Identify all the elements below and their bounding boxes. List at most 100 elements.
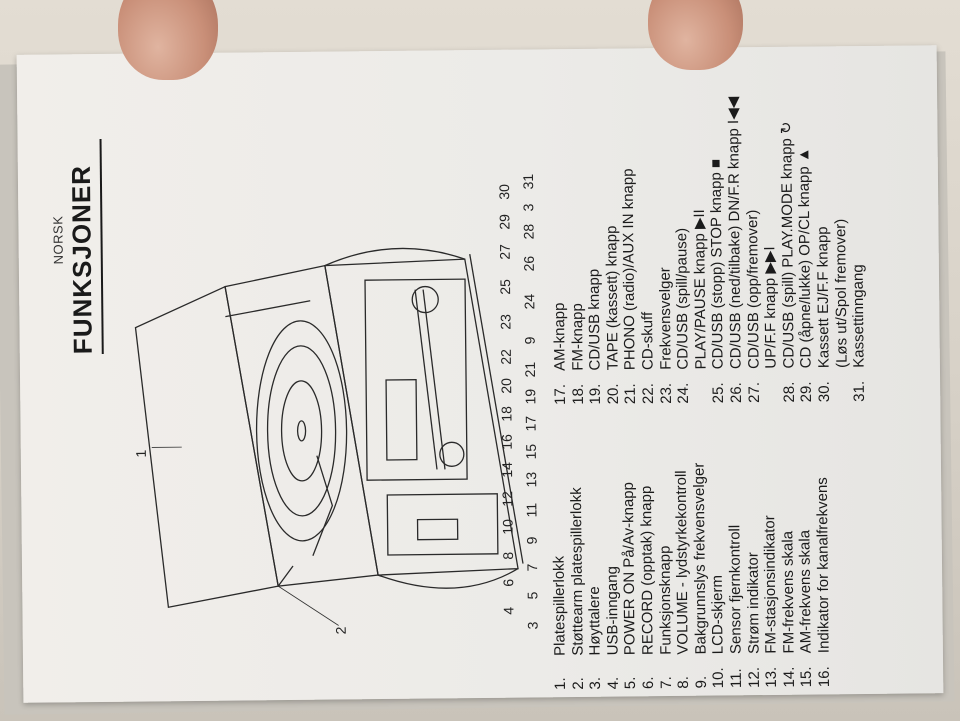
callout-num: 26 bbox=[520, 255, 537, 272]
callout-lid: 1 bbox=[132, 449, 149, 458]
callout-num: 5 bbox=[524, 591, 541, 600]
list-item-number: 19. bbox=[586, 383, 605, 405]
callout-num: 7 bbox=[523, 563, 541, 572]
callout-num: 9 bbox=[521, 336, 538, 345]
list-item-number: 2. bbox=[569, 677, 587, 690]
list-item-label: CD/USB (spill/pause) bbox=[673, 227, 692, 370]
page-title: FUNKSJONER bbox=[65, 164, 98, 355]
list-item-label: Kassett EJ/F.F knapp bbox=[814, 226, 833, 369]
language-label: NORSK bbox=[50, 215, 66, 265]
list-item-number: 25. bbox=[710, 382, 728, 404]
callout-num: 13 bbox=[523, 471, 540, 488]
list-item-label: PLAY/PAUSE knapp ▶II bbox=[690, 209, 710, 370]
callout-num: 8 bbox=[499, 551, 516, 560]
callout-num: 18 bbox=[498, 406, 515, 422]
callout-num: 6 bbox=[500, 578, 517, 587]
list-item-number: 6. bbox=[639, 676, 657, 690]
callout-num: 20 bbox=[498, 378, 515, 394]
list-item-label: TAPE (kassett) knapp bbox=[602, 225, 622, 371]
callout-num: 11 bbox=[523, 502, 540, 518]
manual-page: NORSK FUNKSJONER bbox=[16, 45, 944, 703]
list-item-label: Støttearm platespillerlokk bbox=[567, 487, 587, 656]
list-item-number: 7. bbox=[657, 676, 675, 689]
list-item-number: 22. bbox=[639, 383, 657, 405]
list-item-label: FM-knapp bbox=[568, 303, 587, 371]
callout-num: 22 bbox=[497, 349, 514, 365]
list-item-label: CD/USB (opp/fremover) bbox=[743, 209, 763, 369]
callout-num: 15 bbox=[522, 443, 539, 460]
callout-num: 14 bbox=[498, 462, 516, 478]
callout-num: 3 bbox=[520, 203, 537, 212]
list-item-label: LCD-skjerm bbox=[709, 574, 727, 655]
list-item-label: CD/USB (ned/tilbake) DN/F.R knapp I◀◀ bbox=[724, 96, 745, 370]
list-item-number: 12. bbox=[745, 666, 763, 688]
callout-num: 19 bbox=[522, 388, 539, 405]
list-item-number: 5. bbox=[622, 676, 640, 690]
list-item-label: CD (åpne/lukke) OP/CL knapp ▲ bbox=[795, 147, 815, 369]
list-item-label: AM-knapp bbox=[550, 302, 569, 372]
list-item-label: CD-skuff bbox=[638, 311, 657, 371]
callout-num: 25 bbox=[497, 279, 514, 295]
list-item-label: CD/USB (stopp) STOP knapp ■ bbox=[707, 158, 727, 370]
list-item-label: POWER ON På/Av-knapp bbox=[620, 481, 640, 656]
list-item-label: FM-stasjonsindikator bbox=[761, 515, 780, 654]
list-item-number: 13. bbox=[762, 666, 781, 688]
lcd-window bbox=[385, 379, 418, 461]
list-item-number: 8. bbox=[675, 676, 693, 689]
list-item-number: 26. bbox=[727, 382, 745, 404]
list-item-label: RECORD (opptak) knapp bbox=[637, 485, 657, 656]
callout-num: 3 bbox=[524, 621, 541, 630]
callout-num: 30 bbox=[496, 184, 513, 200]
list-item-number: 1. bbox=[551, 677, 569, 690]
callout-num: 17 bbox=[522, 415, 539, 432]
list-item-number bbox=[763, 369, 781, 403]
list-item-label: (Løs ut/Spol fremover) bbox=[831, 218, 851, 369]
list-item-number: 14. bbox=[780, 666, 798, 688]
list-item-number: 16. bbox=[815, 666, 833, 688]
callout-num: 12 bbox=[499, 491, 516, 507]
callout-num: 16 bbox=[498, 434, 515, 450]
list-item-number: 15. bbox=[798, 666, 816, 688]
list-item-label: USB-inngang bbox=[603, 566, 622, 656]
callout-num: 29 bbox=[496, 214, 513, 230]
callout-num: 27 bbox=[496, 244, 513, 260]
list-item-number: 11. bbox=[727, 668, 745, 689]
list-item-label: Sensor fjernkontroll bbox=[726, 524, 745, 655]
list-item-label: FM-frekvens skala bbox=[779, 530, 798, 654]
list-item-number: 21. bbox=[622, 383, 640, 405]
platter bbox=[255, 320, 348, 542]
list-item-number: 30. bbox=[815, 381, 833, 403]
list-item-label: Strøm indikator bbox=[744, 552, 763, 654]
callout-num: 23 bbox=[497, 314, 514, 330]
callout-num: 4 bbox=[500, 606, 517, 615]
callout-num: 24 bbox=[521, 293, 538, 310]
rotated-content: NORSK FUNKSJONER bbox=[37, 45, 944, 703]
list-item-number: 10. bbox=[710, 667, 728, 689]
stereo-diagram bbox=[134, 247, 524, 626]
callout-support: 2 bbox=[332, 626, 349, 635]
tonearm bbox=[312, 455, 334, 556]
list-item-label: VOLUME - lydstyrkekontroll bbox=[672, 470, 692, 655]
list-item: 26. CD/USB (ned/tilbake) DN/F.R knapp I◀◀ bbox=[724, 63, 745, 404]
callout-num: 21 bbox=[521, 361, 539, 378]
list-item-number: 18. bbox=[569, 383, 587, 405]
list-item-label: UP/F.F knapp ▶▶I bbox=[761, 246, 780, 369]
list-item-number bbox=[833, 368, 851, 402]
list-item-number: 17. bbox=[551, 383, 569, 405]
list-item-number: 31. bbox=[850, 380, 869, 402]
list-item: 16.Indikator for kanalfrekvens bbox=[813, 387, 834, 687]
title-underline bbox=[99, 138, 104, 354]
volume-knob bbox=[411, 285, 439, 314]
list-item-label: Kassettinngang bbox=[849, 264, 868, 368]
callout-num: 10 bbox=[499, 519, 516, 535]
list-item-number: 28. bbox=[780, 381, 798, 403]
list-item-label: Frekvensvelger bbox=[656, 267, 675, 370]
list-item-number: 4. bbox=[604, 676, 622, 690]
list-item-number: 3. bbox=[587, 676, 605, 690]
left-finger bbox=[118, 0, 218, 80]
callout-num: 28 bbox=[520, 223, 537, 240]
tuner-knob bbox=[439, 441, 465, 467]
support-arm bbox=[225, 300, 311, 318]
